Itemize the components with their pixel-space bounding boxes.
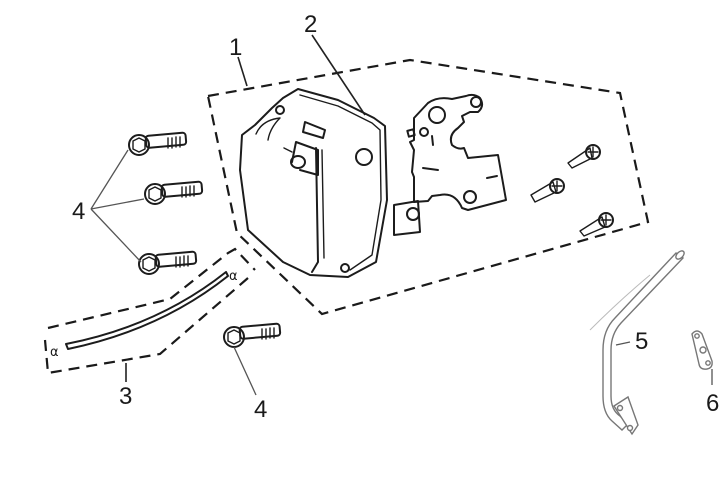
- callout-3: 3: [119, 383, 133, 410]
- svg-text:α: α: [50, 345, 59, 360]
- oil-pipe: [602, 250, 685, 436]
- screw-bottom: [579, 212, 614, 237]
- callout-2: 2: [304, 11, 318, 38]
- callout-6: 6: [706, 390, 720, 417]
- oil-pipe-gasket: [691, 330, 713, 385]
- screws: [530, 144, 614, 237]
- callout-1: 1: [229, 34, 243, 61]
- flange-bolt-bottom: [223, 322, 282, 348]
- screw-top: [567, 144, 601, 169]
- screw-middle: [530, 178, 565, 203]
- breather-hose: α α: [50, 269, 238, 360]
- callout-4-bottom: 4: [254, 396, 268, 423]
- bolt-3: [138, 250, 198, 275]
- callout-5: 5: [635, 328, 649, 355]
- svg-text:α: α: [229, 269, 238, 284]
- flange-bolts-left: [128, 131, 204, 275]
- callout-4-left: 4: [72, 198, 86, 225]
- mounting-bracket: [393, 93, 507, 236]
- bolt-2: [144, 180, 204, 205]
- leader-2: [311, 34, 366, 116]
- bolt-1: [128, 131, 188, 156]
- leader-4-bottom: [233, 346, 257, 396]
- leaders-4-left: [90, 149, 145, 263]
- cylinder-head-cover: [239, 88, 388, 278]
- faint-pipe-edge: [589, 274, 651, 331]
- hose-dashed-bracket: [43, 247, 256, 382]
- assembly-1-dashed-outline: [206, 58, 650, 316]
- leader-1: [237, 56, 248, 87]
